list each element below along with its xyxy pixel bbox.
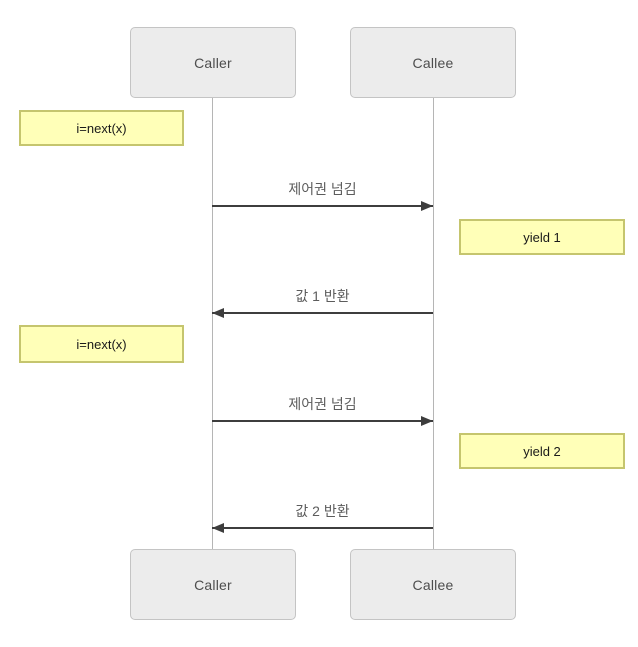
lifeline-callee <box>433 98 434 550</box>
message-label-2: 값 1 반환 <box>295 288 350 304</box>
note-next-1-label: i=next(x) <box>76 120 127 136</box>
participant-head-callee-label: Callee <box>412 54 454 71</box>
message-label-1: 제어권 넘김 <box>288 181 357 197</box>
participant-foot-callee[interactable]: Callee <box>350 549 516 620</box>
arrowhead-left-icon-2 <box>212 308 224 318</box>
participant-foot-caller[interactable]: Caller <box>130 549 296 620</box>
participant-head-callee[interactable]: Callee <box>350 27 516 98</box>
note-yield-1-label: yield 1 <box>523 229 561 245</box>
note-yield-1[interactable]: yield 1 <box>459 219 625 255</box>
participant-head-caller-label: Caller <box>194 54 232 71</box>
participant-foot-caller-label: Caller <box>194 576 232 593</box>
message-line-4 <box>212 527 433 529</box>
message-line-2 <box>212 312 433 314</box>
message-label-4: 값 2 반환 <box>295 503 350 519</box>
note-yield-2-label: yield 2 <box>523 443 561 459</box>
lifeline-caller <box>212 98 213 550</box>
message-line-3 <box>212 420 433 422</box>
note-yield-2[interactable]: yield 2 <box>459 433 625 469</box>
message-label-3: 제어권 넘김 <box>288 396 357 412</box>
arrowhead-right-icon-3 <box>421 416 433 426</box>
message-line-1 <box>212 205 433 207</box>
participant-head-caller[interactable]: Caller <box>130 27 296 98</box>
participant-foot-callee-label: Callee <box>412 576 454 593</box>
note-next-1[interactable]: i=next(x) <box>19 110 184 146</box>
note-next-2[interactable]: i=next(x) <box>19 325 184 363</box>
arrowhead-left-icon-4 <box>212 523 224 533</box>
arrowhead-right-icon-1 <box>421 201 433 211</box>
note-next-2-label: i=next(x) <box>76 336 127 352</box>
